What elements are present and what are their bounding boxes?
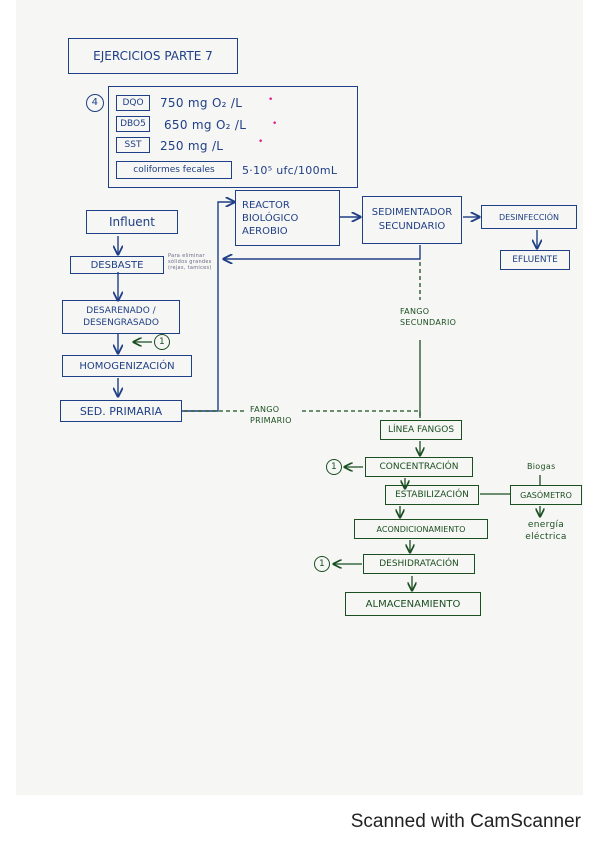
acondicionamiento-box: ACONDICIONAMIENTO bbox=[354, 519, 488, 539]
almacenamiento-box: ALMACENAMIENTO bbox=[345, 592, 481, 616]
title-box: EJERCICIOS PARTE 7 bbox=[68, 38, 238, 74]
circle-marker-1: 1 bbox=[154, 334, 170, 350]
influent-box: Influent bbox=[86, 210, 178, 234]
gasometro-box: GASÓMETRO bbox=[510, 485, 582, 505]
scanned-page bbox=[16, 0, 583, 795]
camscanner-footer: Scanned with CamScanner bbox=[350, 811, 581, 832]
linea-fangos-box: LÍNEA FANGOS bbox=[380, 420, 462, 440]
exercise-number-marker: 4 bbox=[86, 94, 104, 112]
param-value-dqo: 750 mg O₂ /L bbox=[160, 96, 243, 110]
pink-mark: • bbox=[258, 137, 264, 147]
desbaste-note: Para eliminar sólidos grandes (rejas, ta… bbox=[168, 253, 212, 271]
param-value-dbo5: 650 mg O₂ /L bbox=[164, 118, 247, 132]
reactor-box: REACTOR BIOLÓGICO AEROBIO bbox=[235, 190, 340, 246]
homogenizacion-box: HOMOGENIZACIÓN bbox=[62, 355, 192, 377]
sed-primaria-box: SED. PRIMARIA bbox=[60, 400, 182, 422]
desinfeccion-box: DESINFECCIÓN bbox=[481, 205, 577, 229]
param-name-dqo: DQO bbox=[116, 95, 150, 111]
deshidratacion-box: DESHIDRATACIÓN bbox=[363, 554, 475, 574]
sedimentador-box: SEDIMENTADOR SECUNDARIO bbox=[362, 196, 462, 244]
fango-secundario-label: FANGO SECUNDARIO bbox=[400, 307, 457, 327]
param-name-sst: SST bbox=[116, 137, 150, 153]
estabilizacion-box: ESTABILIZACIÓN bbox=[385, 485, 479, 505]
energia-label: energía eléctrica bbox=[525, 520, 567, 542]
biogas-label: Biogas bbox=[527, 462, 556, 471]
circle-marker-1: 1 bbox=[326, 459, 342, 475]
pink-mark: • bbox=[272, 119, 278, 129]
param-name-coliformes: coliformes fecales bbox=[116, 161, 232, 179]
param-value-sst: 250 mg /L bbox=[160, 139, 224, 153]
desbaste-box: DESBASTE bbox=[70, 256, 164, 274]
param-name-dbo5: DBO5 bbox=[116, 116, 150, 132]
circle-marker-1: 1 bbox=[314, 556, 330, 572]
parameters-box bbox=[108, 86, 358, 188]
desarenado-box: DESARENADO / DESENGRASADO bbox=[62, 300, 180, 334]
pink-mark: • bbox=[268, 95, 274, 105]
title: EJERCICIOS PARTE 7 bbox=[93, 49, 213, 63]
concentracion-box: CONCENTRACIÓN bbox=[365, 457, 473, 477]
efluente-box: EFLUENTE bbox=[500, 250, 570, 270]
fango-primario-label: FANGO PRIMARIO bbox=[250, 405, 292, 425]
param-value-coliformes: 5·10⁵ ufc/100mL bbox=[242, 164, 338, 177]
